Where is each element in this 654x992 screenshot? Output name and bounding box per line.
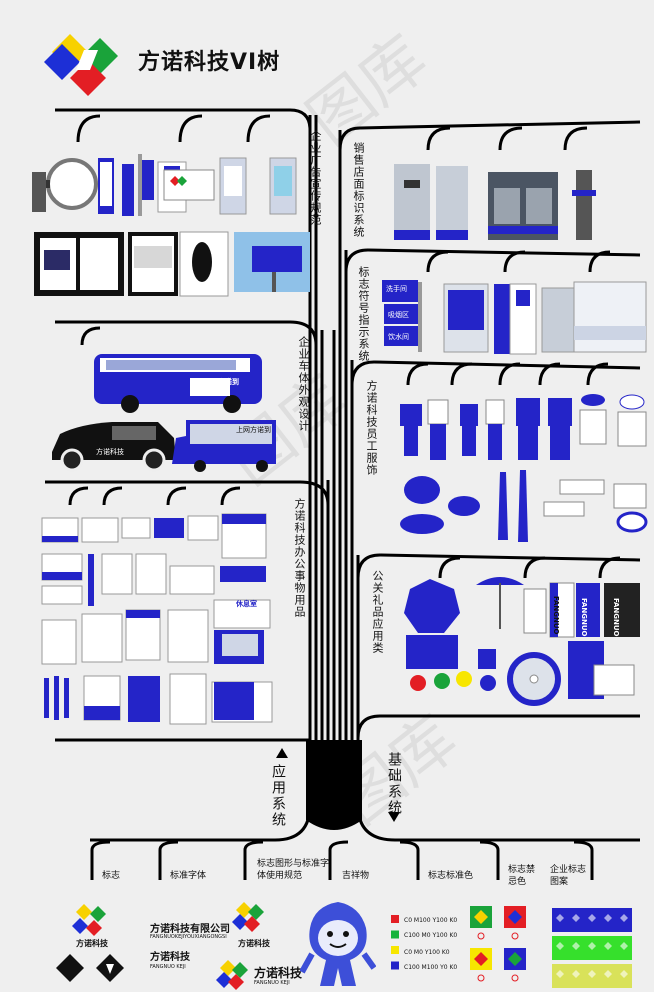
basic-label-usage: 标志图形与标准字体使用规范 <box>257 859 330 881</box>
truck-slogan: 上网方诺到 <box>236 426 271 434</box>
bus-slogan: 上网方诺到 <box>204 378 239 386</box>
usage-logo-horizontal-text: 方诺科技 <box>254 966 303 980</box>
sign-label-smoking: 吸烟区 <box>388 311 409 319</box>
mascot-figure <box>300 902 376 986</box>
branch-label-gifts: 公关礼品应用类 <box>371 570 384 654</box>
swatch-label-yellow: C0 M0 Y100 K0 <box>404 949 450 956</box>
vehicle-items <box>52 354 276 472</box>
usage-logo-icon <box>232 902 264 932</box>
branch-label-advertising: 企业广告宣传规范 <box>309 130 322 226</box>
gift-vertical-brand-3: FANGNUO <box>612 598 620 637</box>
forbidden-color-examples <box>470 906 526 982</box>
uniform-items <box>400 394 648 542</box>
logo-icon <box>40 26 130 106</box>
branch-label-store: 销售店面标识系统 <box>352 142 365 238</box>
usage-logo-text: 方诺科技 <box>238 939 270 948</box>
basic-logo-mono-icon <box>56 954 124 982</box>
color-swatch <box>391 930 399 939</box>
sign-label-washroom: 洗手间 <box>386 285 407 293</box>
color-swatch <box>391 946 399 954</box>
color-swatch <box>391 961 399 970</box>
signage-items <box>382 280 647 355</box>
swatch-label-blue: C100 M100 Y0 K0 <box>404 964 458 971</box>
basic-label-pattern: 企业标志图案 <box>550 865 587 887</box>
basic-brand-pinyin: FANGNUO KEJI <box>150 964 186 970</box>
store-items <box>394 164 596 240</box>
gift-vertical-brand-1: FANGNUO <box>552 596 560 635</box>
basic-logo-icon <box>72 904 106 936</box>
basic-label-forbidden-color: 标志禁忌色 <box>508 865 536 887</box>
gift-items <box>404 577 640 706</box>
bus-subslogan: 互联梦轻松 <box>194 387 229 395</box>
gift-vertical-brand-2: FANGNUO <box>580 598 588 637</box>
basic-label-mascot: 吉祥物 <box>342 871 370 881</box>
page-title: 方诺科技VI树 <box>138 50 281 75</box>
application-system-label: 应用系统 <box>270 764 286 828</box>
basic-logo-text: 方诺科技 <box>76 939 108 948</box>
basic-label-standard-color: 标志标准色 <box>428 871 474 881</box>
swatch-label-red: C0 M100 Y100 K0 <box>404 917 458 924</box>
branch-label-office: 方诺科技办公事物用品 <box>293 498 306 618</box>
advertising-items <box>32 154 310 297</box>
branch-label-uniform: 方诺科技员工服饰 <box>365 380 378 476</box>
basic-brand-name: 方诺科技 <box>150 952 190 963</box>
basic-system-label: 基础系统 <box>386 752 402 816</box>
basic-company-name: 方诺科技有限公司 <box>150 924 230 935</box>
office-room-label: 休息室 <box>236 600 257 608</box>
swatch-label-green: C100 M0 Y100 K0 <box>404 932 458 939</box>
office-items <box>41 513 273 725</box>
corporate-pattern-blocks <box>552 908 632 988</box>
branch-label-vehicle: 企业车体外观设计 <box>297 336 310 432</box>
standard-color-swatches <box>391 915 399 970</box>
basic-label-typeface: 标准字体 <box>170 871 207 881</box>
basic-company-pinyin: FANGNUOKEJIYOUXIANGONGSI <box>150 934 227 940</box>
color-swatch <box>391 915 399 923</box>
car-brand: 方诺科技 <box>96 448 124 456</box>
basic-label-logo: 标志 <box>102 871 121 881</box>
branch-label-signage: 标志符号指示系统 <box>357 266 370 362</box>
sign-label-water: 饮水间 <box>388 333 409 341</box>
usage-logo-horizontal-icon <box>216 960 248 990</box>
usage-logo-horizontal-pinyin: FANGNUO KEJI <box>254 980 290 986</box>
